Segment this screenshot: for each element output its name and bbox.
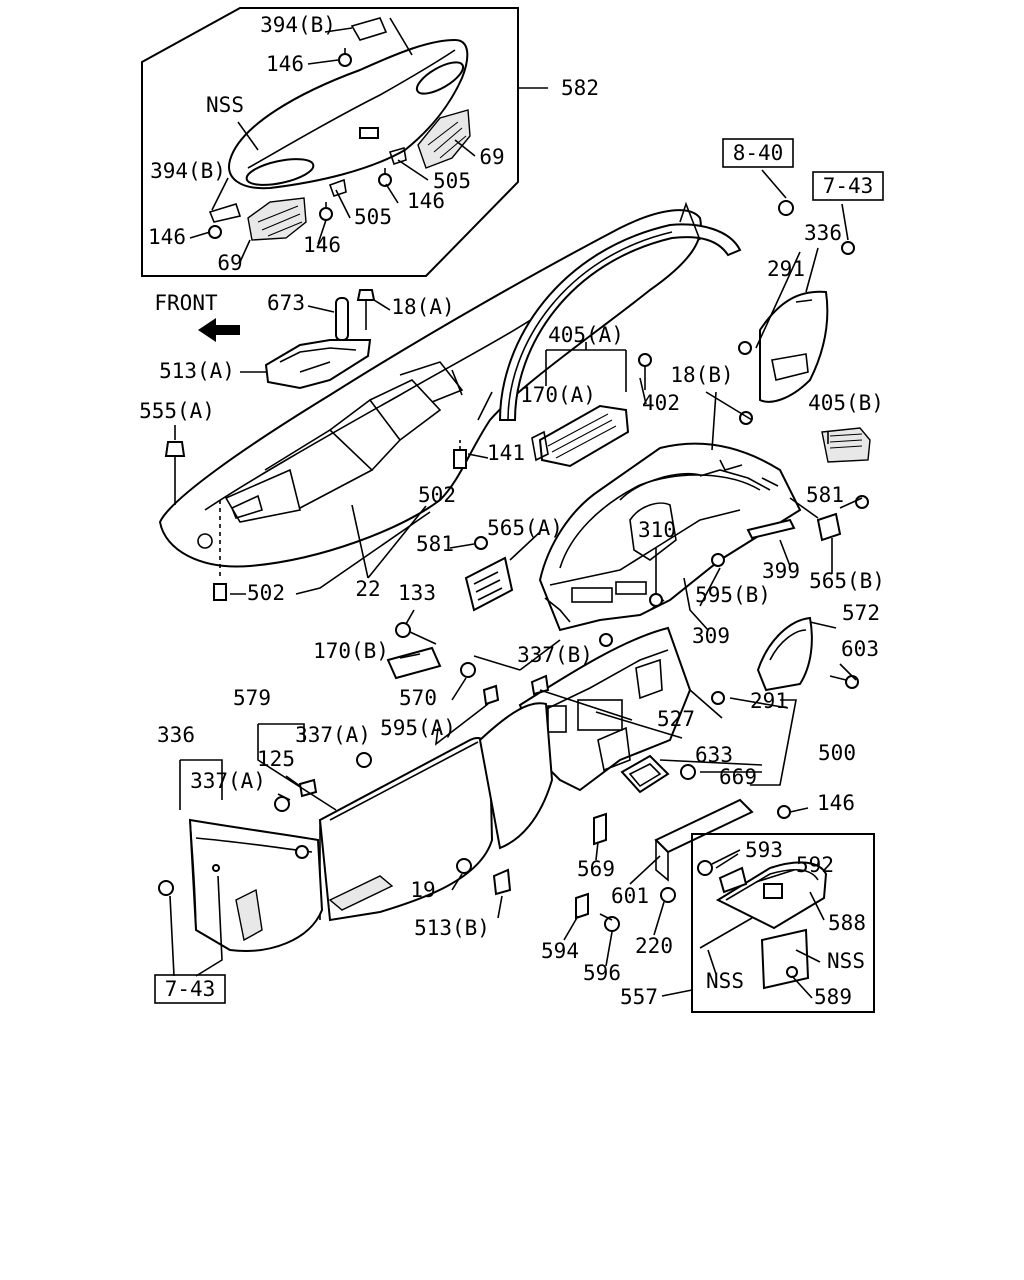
part-label: 502 [247, 581, 285, 605]
part-label: 146 [303, 233, 341, 257]
boxed-references: 8-40 7-43 7-43 [154, 138, 884, 1004]
part-label: 505 [354, 205, 392, 229]
part-label: 22 [355, 577, 380, 601]
part-label: 569 [577, 857, 615, 881]
section-reference: 7-43 [812, 171, 884, 201]
inset-frame-582 [141, 7, 519, 277]
part-label: NSS [827, 949, 865, 973]
part-label: 69 [479, 145, 504, 169]
part-label: 18(A) [391, 295, 454, 319]
section-reference: 7-43 [154, 974, 226, 1004]
part-label: 170(B) [313, 639, 389, 663]
part-label: 336 [804, 221, 842, 245]
leaders-glovebox [169, 703, 613, 977]
part-label: 669 [719, 765, 757, 789]
part-label: 603 [841, 637, 879, 661]
part-label: 595(A) [380, 716, 456, 740]
part-label: 310 [638, 518, 676, 542]
part-label: 125 [257, 747, 295, 771]
part-label: 589 [814, 985, 852, 1009]
part-label: 581 [806, 483, 844, 507]
part-label: 594 [541, 939, 579, 963]
part-label: NSS [206, 93, 244, 117]
part-label: 588 [828, 911, 866, 935]
part-label: 405(A) [548, 323, 624, 347]
reference-label: 7-43 [823, 174, 874, 198]
part-label: 394(B) [260, 13, 336, 37]
part-label: 596 [583, 961, 621, 985]
part-label: 291 [750, 689, 788, 713]
leaders-557 [661, 853, 825, 999]
part-label: 337(A) [295, 723, 371, 747]
reference-label: 8-40 [733, 141, 784, 165]
part-label: FRONT [154, 291, 218, 315]
part-label: 592 [796, 853, 834, 877]
instrument-panel-frame-309 [464, 290, 871, 632]
reference-box [722, 138, 794, 168]
part-label: 582 [561, 76, 599, 100]
inset-frame-557 [691, 833, 875, 1013]
upper-tray-582 [208, 17, 471, 241]
part-label: 146 [148, 225, 186, 249]
part-label: 394(B) [150, 159, 226, 183]
leaders-mid [449, 169, 863, 631]
part-label: 555(A) [139, 399, 215, 423]
part-label: 502 [418, 483, 456, 507]
part-label: 565(B) [809, 569, 885, 593]
part-label: 579 [233, 686, 271, 710]
fasteners-lower [395, 622, 859, 903]
part-label: 19 [410, 878, 435, 902]
part-label: 133 [398, 581, 436, 605]
part-label: 69 [217, 251, 242, 275]
part-label: 633 [695, 743, 733, 767]
part-label: 337(A) [190, 769, 266, 793]
glove-box-579 [318, 702, 554, 922]
part-label: 581 [416, 532, 454, 556]
part-label: 399 [762, 559, 800, 583]
part-label: 220 [635, 934, 673, 958]
fasteners-upper [164, 289, 467, 601]
dashboard-upper-pad-22 [158, 201, 742, 580]
part-label: 336 [157, 723, 195, 747]
lower-panel-500 [386, 616, 813, 882]
reference-label: 7-43 [165, 977, 216, 1001]
inset-leaders [189, 17, 548, 263]
part-label: 595(B) [695, 583, 771, 607]
part-label: 601 [611, 884, 649, 908]
part-label: 170(A) [520, 383, 596, 407]
part-label: 146 [266, 52, 304, 76]
part-label: 337(B) [517, 643, 593, 667]
part-label: 18(B) [670, 363, 733, 387]
section-reference: 8-40 [722, 138, 794, 168]
part-label: 557 [620, 985, 658, 1009]
fasteners-glovebox [158, 752, 620, 932]
part-label: 570 [399, 686, 437, 710]
part-label: 146 [817, 791, 855, 815]
leaders-lower [405, 609, 857, 936]
part-label: 513(B) [414, 916, 490, 940]
reference-box [154, 974, 226, 1004]
part-label: 565(A) [487, 516, 563, 540]
front-arrow-icon [198, 318, 240, 342]
part-label: NSS [706, 969, 744, 993]
part-label: 402 [642, 391, 680, 415]
part-label: 405(B) [808, 391, 884, 415]
part-label: 146 [407, 189, 445, 213]
reference-box [812, 171, 884, 201]
part-label: 593 [745, 838, 783, 862]
part-label: 527 [657, 707, 695, 731]
part-label: 309 [692, 624, 730, 648]
side-cover-336-left [188, 818, 324, 952]
part-label: 291 [767, 257, 805, 281]
part-label: 673 [267, 291, 305, 315]
part-label: 500 [818, 741, 856, 765]
part-label: 141 [487, 441, 525, 465]
part-label: 572 [842, 601, 880, 625]
part-label: 513(A) [159, 359, 235, 383]
part-label: 505 [433, 169, 471, 193]
leaders-upper [174, 299, 493, 595]
